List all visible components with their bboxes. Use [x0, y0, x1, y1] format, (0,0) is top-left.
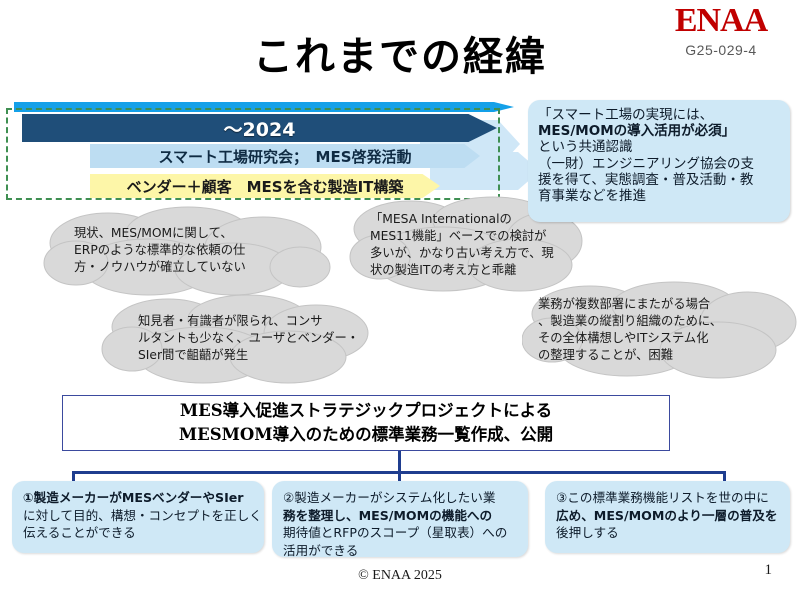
note-line: （一財）エンジニアリング協会の支 — [538, 155, 754, 172]
cloud-line: 方・ノウハウが確立していない — [74, 260, 246, 274]
cloud-line: ERPのような標準的な依頼の仕 — [74, 243, 246, 257]
outcome-line: 活用ができる — [283, 542, 359, 558]
banner-study-group: スマート工場研究会； MES啓発活動 — [90, 144, 480, 168]
connector-drop-1 — [72, 471, 75, 485]
note-line: MES/MOMの導入活用が必須」 — [538, 123, 736, 140]
cloud-line: その全体構想しやITシステム化 — [538, 331, 709, 345]
cloud-line: 多いが、かなり古い考え方で、現 — [370, 246, 554, 260]
cloud-line: 知見者・有識者が限られ、コンサ — [138, 314, 323, 328]
connector-drop-2 — [398, 471, 401, 485]
outcome-line: ③この標準業務機能リストを世の中に — [556, 490, 769, 505]
cloud-experts-limited: 知見者・有識者が限られ、コンサ ルタントも少なく、ユーザとベンダー・ SIer間… — [98, 293, 383, 385]
cloud-line: MES11機能」ベースでの検討が — [370, 229, 547, 243]
outcome-line: 伝えることができる — [23, 525, 136, 540]
outcome-box-2: ②製造メーカーがシステム化したい業 務を整理し、MES/MOMの機能への 期待値… — [272, 481, 528, 558]
cloud-standard-request: 現状、MES/MOMに関して、 ERPのような標準的な依頼の仕 方・ノウハウが確… — [38, 205, 338, 300]
project-summary-box: MES導入促進ストラテジックプロジェクトによる MESMOM導入のための標準業務… — [62, 395, 670, 451]
connector-drop-3 — [723, 471, 726, 485]
cloud-shape-icon — [101, 294, 369, 384]
consensus-note-box: 「スマート工場の実現には、 MES/MOMの導入活用が必須」 という共通認識 （… — [528, 100, 790, 222]
outcome-box-1: ①製造メーカーがMESベンダーやSIer に対して目的、構想・コンセプトを正しく… — [12, 481, 264, 553]
timeline-dashed-group — [6, 108, 500, 200]
cloud-line: 現状、MES/MOMに関して、 — [74, 226, 233, 240]
note-line: 育事業などを推進 — [538, 188, 646, 205]
outcome-line: 期待値とRFPのスコープ（星取表）への — [283, 525, 508, 540]
cloud-cross-department: 業務が複数部署にまたがる場合 、製造業の縦割り組織のために、 その全体構想しやI… — [522, 280, 797, 385]
cloud-text: 知見者・有識者が限られ、コンサ ルタントも少なく、ユーザとベンダー・ SIer間… — [138, 313, 359, 364]
outcome-line: 広め、MES/MOMのより一層の普及を — [556, 507, 778, 523]
page-title: これまでの経緯 — [253, 34, 547, 80]
outcome-box-3: ③この標準業務機能リストを世の中に 広め、MES/MOMのより一層の普及を 後押… — [545, 481, 790, 553]
note-line: という共通認識 — [538, 139, 633, 156]
outcome-line: 務を整理し、MES/MOMの機能への — [283, 507, 493, 523]
cloud-line: 状の製造ITの考え方と乖離 — [370, 263, 517, 277]
cloud-mesa-11: 「MESA Internationalの MES11機能」ベースでの検討が 多い… — [348, 195, 583, 300]
outcome-line: ②製造メーカーがシステム化したい業 — [283, 490, 496, 505]
project-summary-line-2: MESMOM導入のための標準業務一覧作成、公開 — [178, 425, 554, 444]
banner-year: 〜2024 — [22, 114, 497, 142]
project-summary-line-1: MES導入促進ストラテジックプロジェクトによる — [179, 401, 553, 420]
outcome-line: 後押しする — [556, 525, 619, 540]
cloud-line: 、製造業の縦割り組織のために、 — [538, 314, 723, 328]
cloud-line: 「MESA Internationalの — [370, 212, 512, 226]
outcome-line: に対して目的、構想・コンセプトを正しく — [23, 507, 262, 523]
outcome-line: ①製造メーカーがMESベンダーやSIer — [23, 490, 244, 505]
cyan-accent-strip — [14, 102, 514, 112]
cloud-shape-icon — [43, 206, 331, 296]
cloud-text: 現状、MES/MOMに関して、 ERPのような標準的な依頼の仕 方・ノウハウが確… — [74, 225, 246, 276]
cloud-line: ルタントも少なく、ユーザとベンダー・ — [138, 331, 360, 345]
enaa-logo: ENAA G25-029-4 — [656, 2, 786, 59]
connector-stem — [398, 451, 401, 473]
footer-copyright: © ENAA 2025 — [358, 568, 442, 583]
page-number: 1 — [764, 562, 773, 578]
note-line: 援を得て、実態調査・普及活動・教 — [538, 171, 754, 188]
cloud-line: 業務が複数部署にまたがる場合 — [538, 297, 711, 311]
note-line: 「スマート工場の実現には、 — [538, 107, 714, 123]
cloud-line: SIer間で齟齬が発生 — [138, 348, 249, 362]
cloud-shape-icon — [522, 281, 797, 379]
cloud-shape-icon — [349, 196, 583, 292]
cloud-line: の整理することが、困難 — [538, 348, 674, 362]
cloud-text: 「MESA Internationalの MES11機能」ベースでの検討が 多い… — [370, 211, 554, 279]
logo-wordmark: ENAA — [674, 2, 768, 39]
banner-vendor-customer: ベンダー＋顧客 MESを含む製造IT構築 — [90, 174, 440, 198]
document-code: G25-029-4 — [685, 42, 757, 58]
cloud-text: 業務が複数部署にまたがる場合 、製造業の縦割り組織のために、 その全体構想しやI… — [538, 296, 722, 364]
